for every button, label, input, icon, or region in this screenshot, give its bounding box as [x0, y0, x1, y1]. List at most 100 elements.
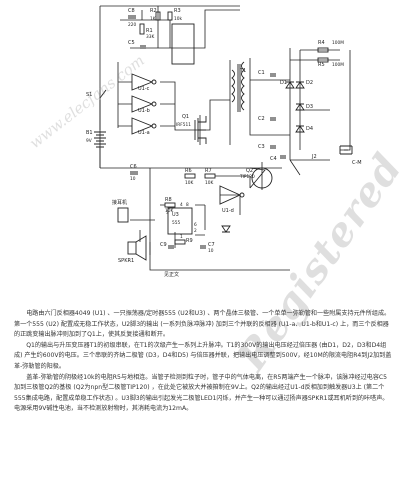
label-u1d: U1-d — [222, 208, 234, 214]
label-u1c: U1-c — [138, 86, 150, 92]
diode-symbols — [285, 81, 305, 133]
r8-resistor-symbol — [164, 202, 176, 208]
label-r5-value: 100M — [332, 62, 344, 68]
c9-capacitor-symbol — [168, 245, 174, 249]
label-c9: C9 — [160, 242, 167, 248]
label-u3: U3 — [172, 212, 179, 218]
label-speaker: SPKR1 — [118, 258, 134, 264]
r5-resistor-symbol — [317, 57, 329, 63]
u2-555-block — [171, 23, 195, 65]
label-b1-value: 9V — [86, 138, 92, 144]
r6-resistor-symbol — [184, 173, 196, 179]
label-r3: R3 — [174, 8, 181, 14]
label-r8: R8 — [165, 197, 172, 203]
description-paragraph-2: Q1的输出与升压变压器T1的初级串联，在T1的次级产生一系列上升脉冲。T1的30… — [14, 341, 392, 370]
label-q2-value: TIP120 — [239, 174, 255, 180]
b1-battery-symbol — [94, 131, 106, 148]
label-c3: C3 — [258, 144, 265, 150]
label-pin3: 3 — [166, 210, 169, 216]
label-r9: R9 — [186, 238, 193, 244]
capacitor-symbols — [128, 15, 286, 249]
u1-inverter-group — [131, 73, 245, 205]
led-symbol — [221, 225, 231, 233]
label-c4: C4 — [270, 156, 277, 162]
r3-resistor-symbol — [167, 11, 173, 21]
geiger-tube-symbol — [339, 145, 353, 155]
label-pin4: 4 — [180, 202, 183, 208]
label-u1b: U1-b — [138, 108, 150, 114]
label-r5: R5 — [318, 62, 325, 68]
label-pin1: 1 — [180, 234, 183, 240]
label-c1: C1 — [258, 70, 265, 76]
label-c7-value: 10 — [208, 248, 214, 254]
label-q2: Q2 — [246, 168, 253, 174]
u1a-bubble — [151, 123, 157, 129]
label-c7: C7 — [208, 242, 215, 248]
label-r1: R1 — [146, 28, 153, 34]
label-q1-value: IRF511 — [176, 122, 191, 128]
label-d4: D4 — [306, 126, 313, 132]
label-d3: D3 — [306, 104, 313, 110]
c6-capacitor-symbol — [130, 171, 138, 175]
earphone-jack-symbol — [117, 207, 129, 223]
r1-resistor-symbol — [139, 23, 145, 35]
description-paragraph-3: 盖革-弥勒管的阴极经10k的电阻R5与地相连。当管子检测到粒子时，管子中的气体电… — [14, 373, 389, 413]
c8-capacitor-symbol — [128, 15, 136, 19]
r4-resistor-symbol — [317, 47, 329, 53]
label-d1: D1 — [280, 80, 287, 86]
label-j2: J2 — [311, 154, 317, 160]
t1-transformer-symbol — [231, 61, 245, 112]
c1-capacitor-symbol — [270, 73, 276, 77]
u3-555-block — [167, 207, 193, 235]
description-paragraph-1: 电路由六门反相器4049 (U1) 、一只振荡器/定时器555 (U2和U3) … — [14, 310, 391, 339]
u1c-bubble — [151, 79, 157, 85]
q2-transistor-symbol — [251, 167, 273, 189]
label-pin2: 2 — [194, 228, 197, 234]
geiger-counter-schematic: C8 220 R2 1K R3 10k C5 R1 33K S1 U1-c U1… — [86, 5, 362, 278]
speaker-symbol — [127, 235, 147, 261]
u1b-bubble — [151, 101, 157, 107]
d4-diode-symbol — [295, 125, 305, 133]
label-c5: C5 — [128, 40, 135, 46]
d2-diode-symbol — [295, 81, 305, 89]
d3-diode-symbol — [295, 103, 305, 111]
label-c2: C2 — [258, 116, 265, 122]
label-earphone: 接耳机 — [112, 199, 127, 206]
label-s1: S1 — [86, 92, 92, 98]
resistor-symbols — [139, 11, 329, 245]
label-r1-value: 33K — [146, 34, 154, 40]
u1c-inverter-symbol — [131, 73, 154, 91]
label-c6-value: 10 — [130, 176, 136, 182]
label-r4: R4 — [318, 40, 325, 46]
component-labels: C8 220 R2 1K R3 10k C5 R1 33K S1 U1-c U1… — [86, 8, 362, 278]
label-t1: T1 — [239, 68, 246, 74]
u1b-inverter-symbol — [131, 95, 154, 113]
u1a-inverter-symbol — [131, 117, 154, 135]
label-cm: C-M — [352, 160, 362, 166]
label-pin8: 8 — [186, 202, 189, 208]
label-d2: D2 — [306, 80, 313, 86]
label-pin6: 6 — [194, 222, 197, 228]
label-r6: R6 — [185, 168, 192, 174]
u1d-inverter-symbol — [219, 185, 242, 205]
label-c8-value: 220 — [128, 22, 136, 28]
label-u1a: U1-a — [138, 130, 150, 136]
r7-resistor-symbol — [204, 173, 216, 179]
label-q1: Q1 — [182, 114, 189, 120]
label-r7-value: 10K — [205, 180, 213, 186]
label-u3-value: 555 — [172, 220, 180, 226]
c2-capacitor-symbol — [270, 117, 276, 121]
label-r2: R2 — [150, 8, 157, 14]
circuit-description: 电路由六门反相器4049 (U1) 、一只振荡器/定时器555 (U2和U3) … — [14, 309, 392, 415]
c5-capacitor-symbol — [140, 45, 146, 49]
label-c6: C6 — [130, 164, 137, 170]
label-r4-value: 100M — [332, 40, 344, 46]
label-c8: C8 — [128, 8, 135, 14]
c7-capacitor-symbol — [200, 245, 206, 249]
d1-diode-symbol — [285, 81, 295, 89]
label-b1: B1 — [86, 130, 93, 136]
label-r7: R7 — [205, 168, 212, 174]
r2-resistor-symbol — [155, 11, 161, 21]
c4-capacitor-symbol — [280, 155, 286, 159]
r9-resistor-symbol — [174, 239, 186, 245]
